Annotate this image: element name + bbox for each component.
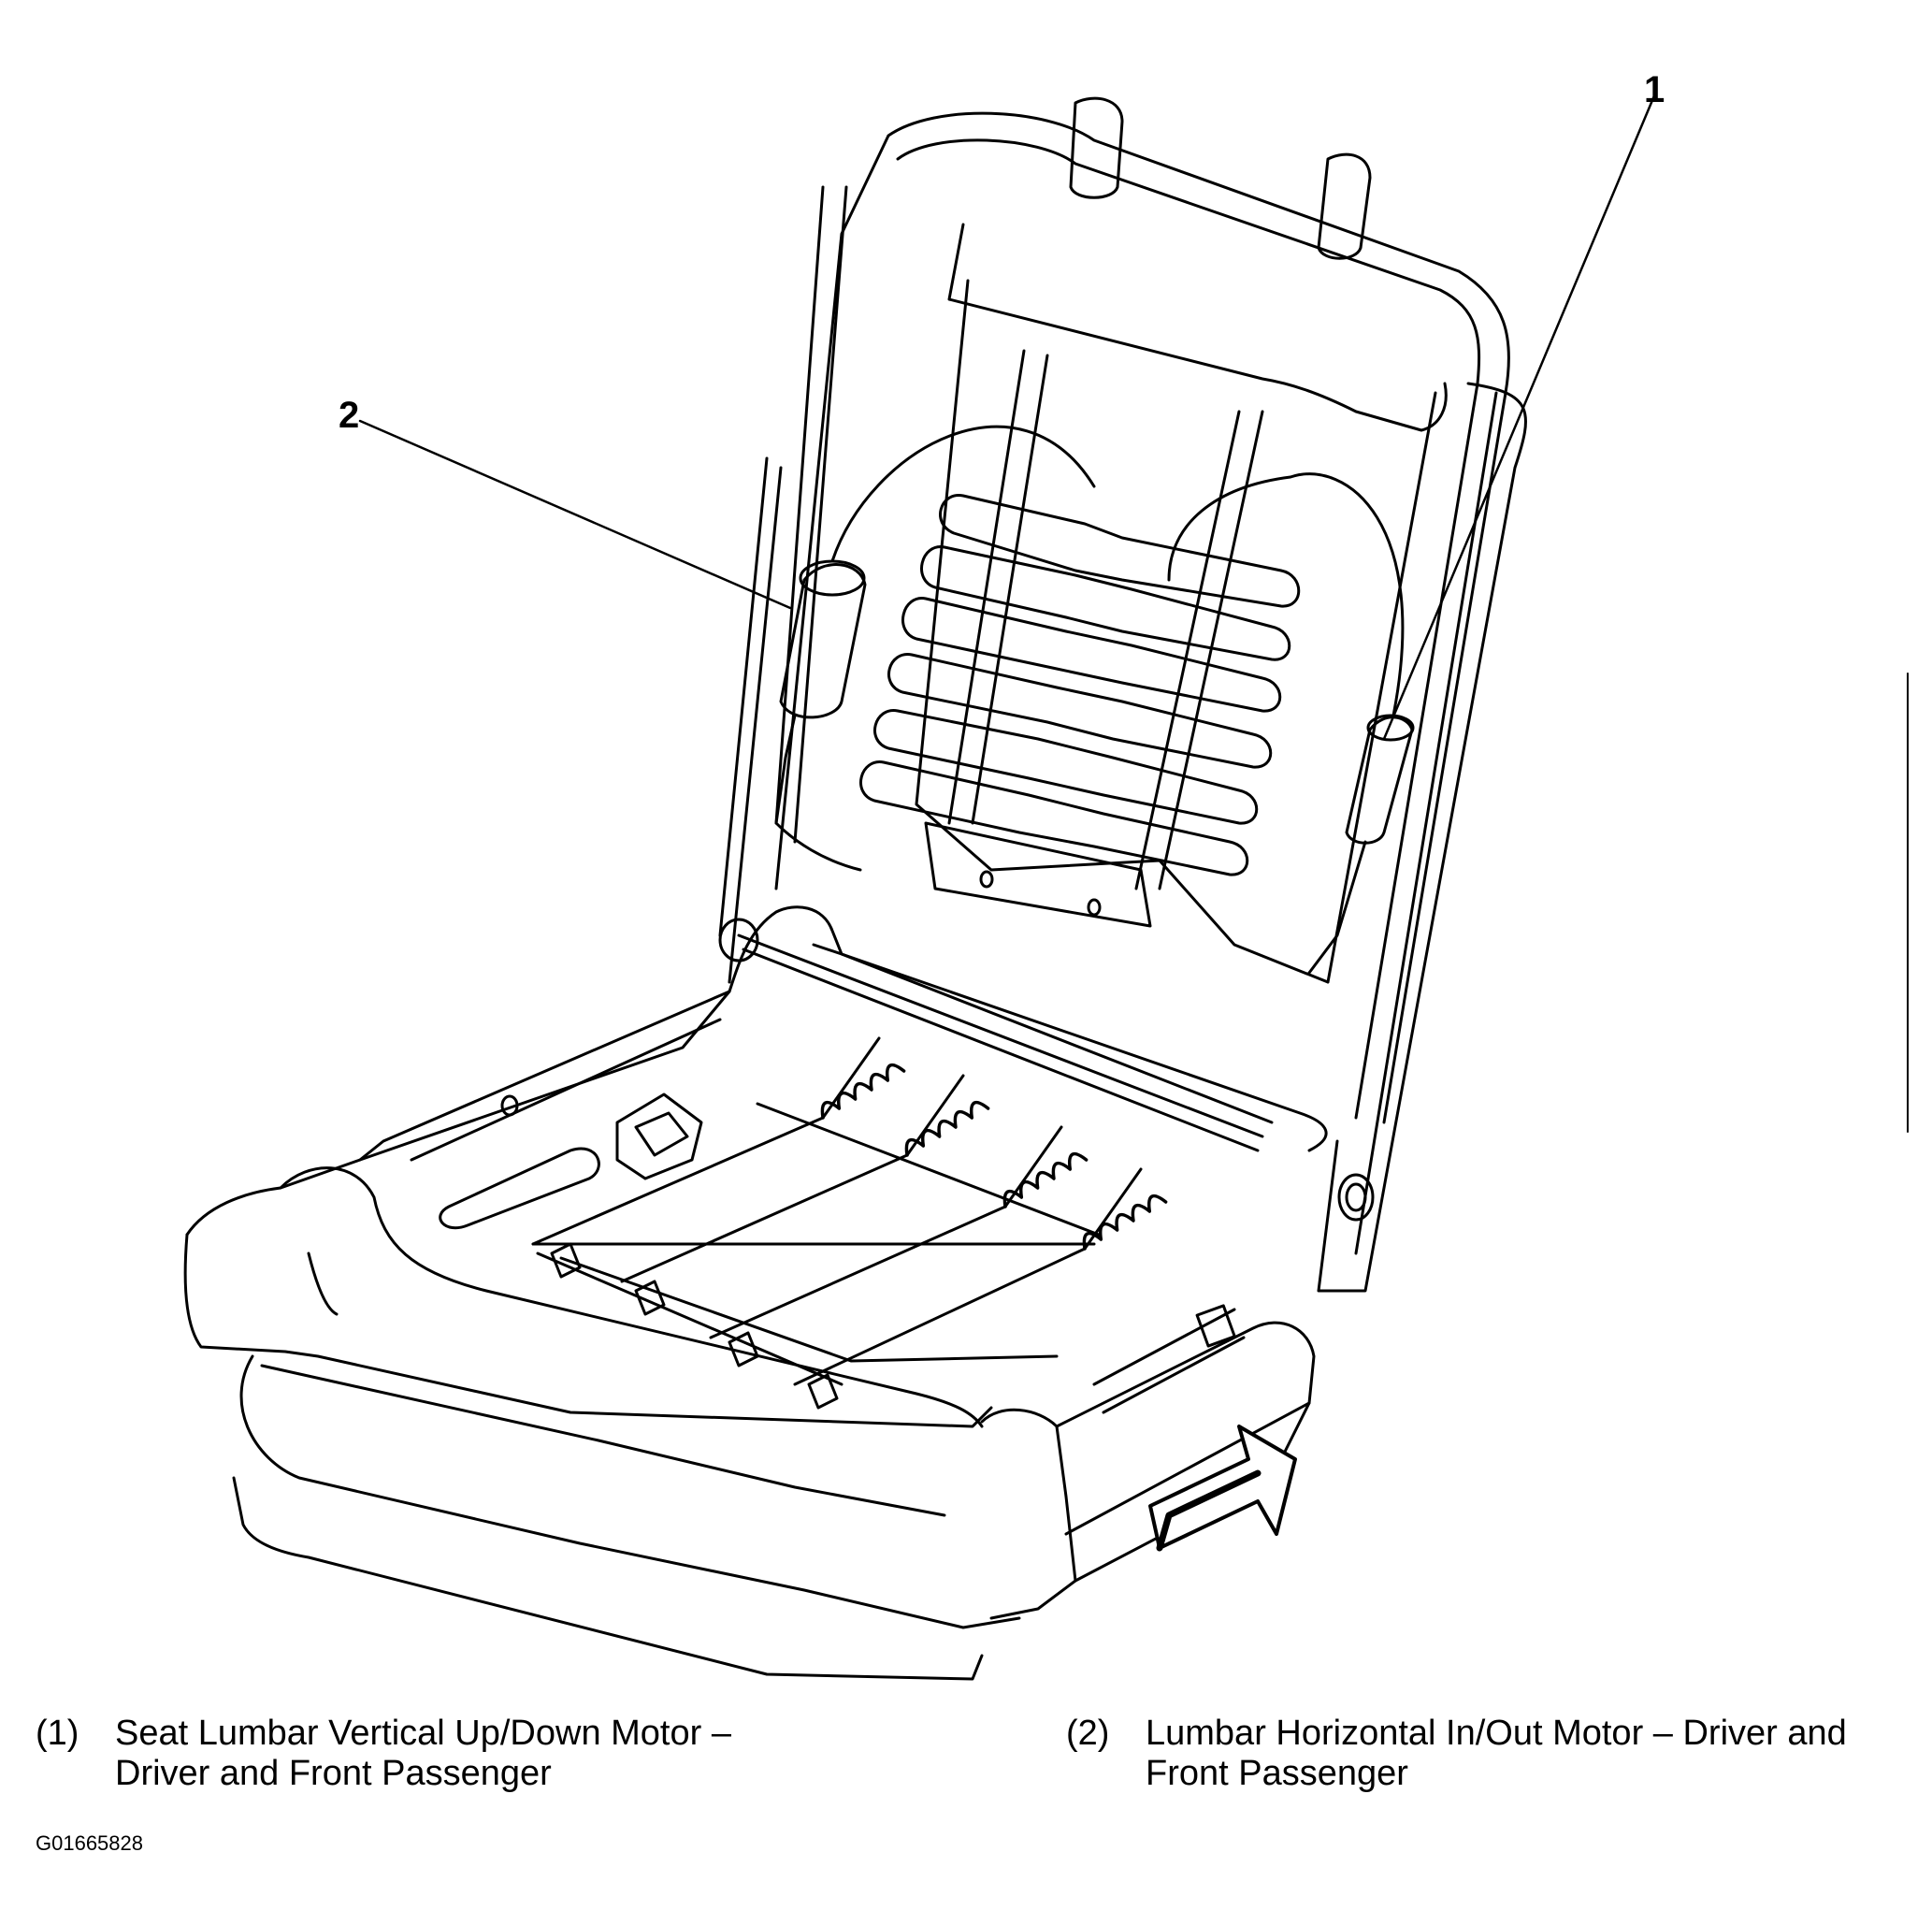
seat-springs (531, 1036, 1168, 1410)
lumbar-horizontal-motor (774, 425, 1096, 872)
legend-line: Seat Lumbar Vertical Up/Down Motor – (115, 1714, 731, 1753)
front-direction-arrow-icon (1148, 1425, 1297, 1552)
leader-line-2 (358, 419, 792, 610)
lumbar-slats (859, 494, 1301, 876)
callout-number-1: 1 (1644, 69, 1665, 110)
seat-back-frame (718, 96, 1527, 1293)
legend-number: (1) (36, 1714, 79, 1753)
legend-line: Front Passenger (1146, 1754, 1408, 1793)
legend-text: Seat Lumbar Vertical Up/Down Motor – Dri… (115, 1714, 731, 1794)
legend-number: (2) (1066, 1714, 1110, 1753)
back-mounting-plate (924, 821, 1152, 928)
leader-line-1 (1382, 92, 1657, 741)
legend-text: Lumbar Horizontal In/Out Motor – Driver … (1146, 1714, 1847, 1794)
legend-line: Driver and Front Passenger (115, 1754, 552, 1793)
callout-leader-lines (358, 92, 1657, 741)
lumbar-vertical-motor (1167, 472, 1415, 975)
seat-cushion-frame (183, 905, 1375, 1681)
callout-number-2: 2 (339, 395, 360, 436)
legend-line: Lumbar Horizontal In/Out Motor – Driver … (1146, 1714, 1847, 1753)
figure-id: G01665828 (36, 1831, 143, 1855)
seat-frame-diagram (183, 92, 1909, 1681)
